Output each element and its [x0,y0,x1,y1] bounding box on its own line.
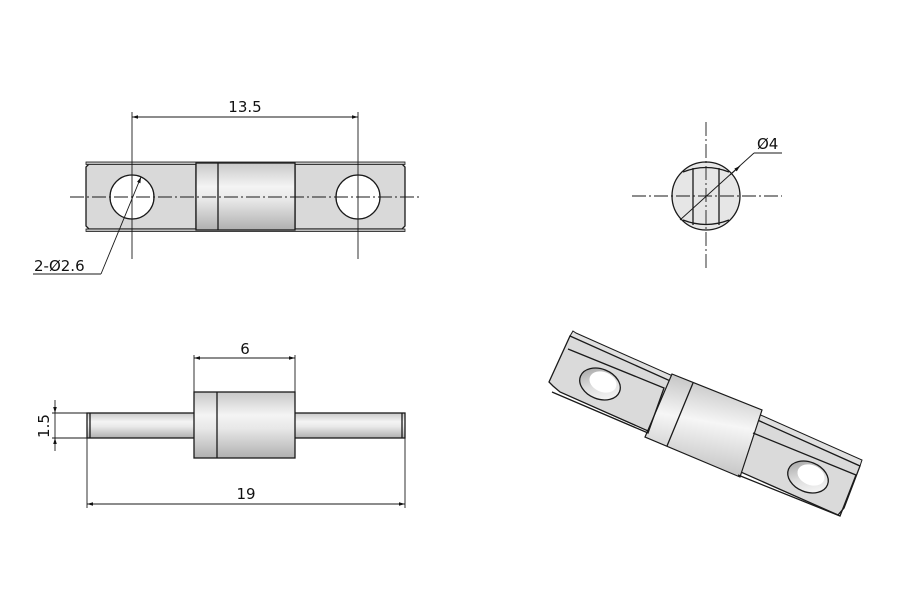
iso-view [548,330,863,517]
front-view: 6 1.5 19 [35,340,406,508]
center-cylinder [195,162,296,231]
dim-diameter: Ø4 [757,135,778,153]
dim-center-length: 6 [240,340,250,358]
end-view: Ø4 [632,122,782,270]
hub [193,391,296,459]
top-view: 13.5 2-Ø2.6 [33,98,420,275]
dim-thickness: 1.5 [35,414,53,438]
dim-hole-spacing: 13.5 [228,98,261,116]
dim-overall-length: 19 [236,485,255,503]
dim-hole-callout: 2-Ø2.6 [34,257,85,275]
